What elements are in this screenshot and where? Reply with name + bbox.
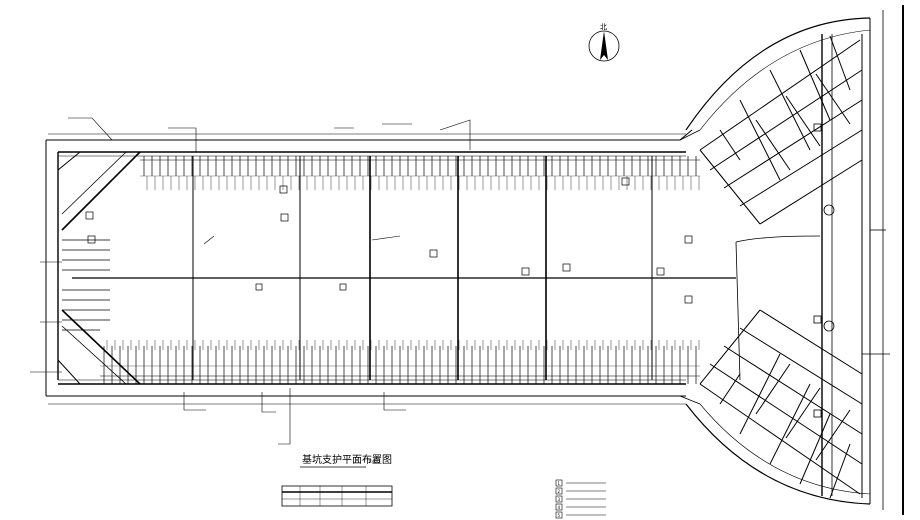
center-node xyxy=(813,123,890,418)
north-arrow-icon: 北 xyxy=(588,23,620,62)
material-table xyxy=(281,485,393,507)
drawing-title-text: 基坑支护平面布置图 xyxy=(302,453,392,466)
drawing-title: 基坑支护平面布置图 1:400 xyxy=(300,453,392,468)
legend-box-4 xyxy=(555,503,563,511)
support-grid xyxy=(72,156,736,380)
legend-symbol-4: 4 xyxy=(558,505,561,510)
legend-box-2 xyxy=(555,487,563,495)
legend: 1 2 3 4 5 xyxy=(555,479,606,519)
drawing-scale: 1:400 xyxy=(368,459,380,464)
legend-box-1 xyxy=(555,479,563,487)
north-label: 北 xyxy=(600,23,607,31)
legend-symbol-5: 5 xyxy=(558,513,561,518)
upper-truss xyxy=(699,35,863,225)
left-wall-piles xyxy=(30,239,110,373)
pile-ticks xyxy=(103,156,700,384)
lower-truss xyxy=(699,309,863,499)
annotation-leaders xyxy=(68,117,471,445)
top-pile-row xyxy=(140,159,700,177)
legend-box-5 xyxy=(555,511,563,519)
legend-symbol-3: 3 xyxy=(558,497,561,502)
column-markers xyxy=(85,177,693,304)
legend-symbol-1: 1 xyxy=(558,481,561,486)
legend-symbol-2: 2 xyxy=(558,489,561,494)
semicircle-end xyxy=(679,17,871,505)
legend-box-3 xyxy=(555,495,563,503)
excavation-outline xyxy=(45,129,693,405)
